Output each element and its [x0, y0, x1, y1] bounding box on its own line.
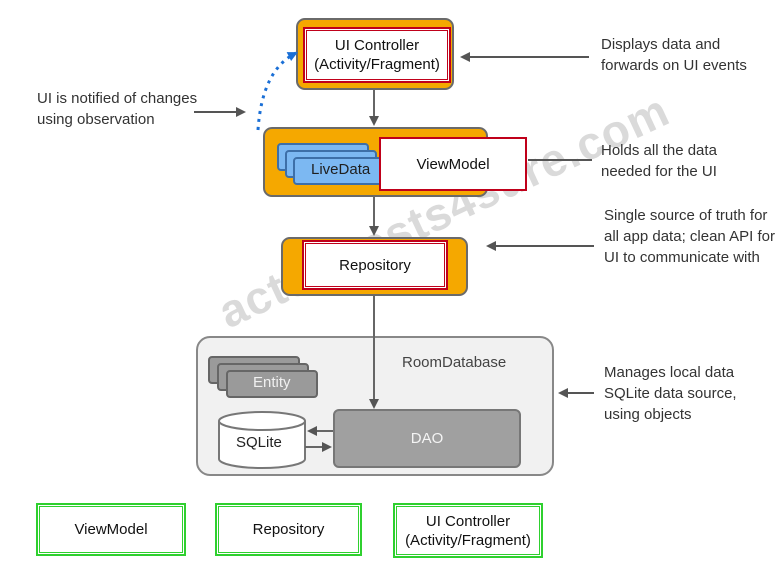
annotation-manages-local: Manages local data SQLite data source, u…	[604, 364, 737, 423]
sqlite-label: SQLite	[236, 434, 282, 451]
annotation-holds-data: Holds all the data needed for the UI	[601, 142, 717, 180]
room-database-label: RoomDatabase	[402, 354, 507, 371]
annotation-displays-data: Displays data and forwards on UI events	[601, 36, 747, 74]
entity-label: Entity	[253, 374, 291, 391]
annotation-ui-notified: UI is notified of changes using observat…	[37, 90, 198, 128]
option-viewmodel[interactable]: ViewModel	[36, 503, 186, 556]
repository-target[interactable]: Repository	[302, 240, 448, 290]
ui-controller-target[interactable]: UI Controller (Activity/Fragment)	[303, 27, 451, 83]
dao-block: DAO	[333, 409, 521, 468]
entity-card	[226, 370, 318, 398]
annotation-single-source: Single source of truth for all app data;…	[604, 207, 775, 266]
option-repository[interactable]: Repository	[215, 503, 362, 556]
livedata-label: LiveData	[311, 161, 371, 178]
option-ui-controller[interactable]: UI Controller (Activity/Fragment)	[393, 503, 543, 558]
viewmodel-target[interactable]: ViewModel	[379, 137, 527, 191]
